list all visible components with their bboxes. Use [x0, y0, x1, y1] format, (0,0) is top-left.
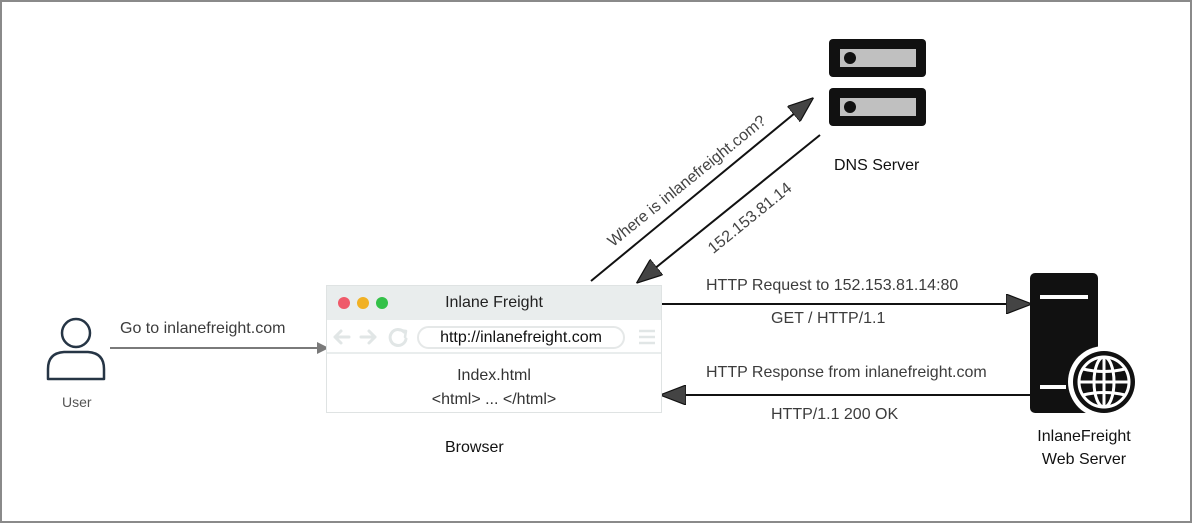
refresh-icon[interactable] — [388, 327, 408, 347]
http-request-method-label: GET / HTTP/1.1 — [771, 310, 886, 327]
user-label: User — [62, 394, 92, 410]
nav-buttons — [333, 327, 408, 347]
user-action-label: Go to inlanefreight.com — [120, 320, 286, 337]
menu-icon[interactable] — [637, 320, 657, 354]
close-window-button[interactable] — [338, 297, 350, 309]
forward-arrow-icon[interactable] — [359, 329, 377, 345]
web-server-label-line2: Web Server — [1041, 451, 1127, 468]
dns-server-icon — [829, 39, 926, 126]
globe-icon — [1068, 346, 1140, 418]
browser-window: Inlane Freight http://inlanefreight.com — [326, 285, 662, 413]
browser-navbar: http://inlanefreight.com — [327, 320, 661, 354]
browser-titlebar: Inlane Freight — [327, 286, 661, 320]
maximize-window-button[interactable] — [376, 297, 388, 309]
http-response-label: HTTP Response from inlanefreight.com — [706, 364, 987, 381]
browser-caption: Browser — [445, 439, 504, 456]
web-server-label-line1: InlaneFreight — [1037, 428, 1131, 445]
browser-content: Index.html <html> ... </html> — [327, 364, 661, 412]
address-bar[interactable]: http://inlanefreight.com — [417, 326, 625, 349]
user-icon — [46, 317, 106, 381]
back-arrow-icon[interactable] — [333, 329, 351, 345]
minimize-window-button[interactable] — [357, 297, 369, 309]
page-markup: <html> ... </html> — [431, 391, 557, 408]
dns-server-label: DNS Server — [834, 157, 920, 174]
dns-answer-arrow — [638, 134, 821, 282]
http-response-status-label: HTTP/1.1 200 OK — [771, 406, 899, 423]
http-request-label: HTTP Request to 152.153.81.14:80 — [706, 277, 959, 294]
browser-window-title: Inlane Freight — [445, 294, 543, 311]
page-filename: Index.html — [457, 367, 531, 384]
dns-query-arrow — [590, 99, 812, 282]
